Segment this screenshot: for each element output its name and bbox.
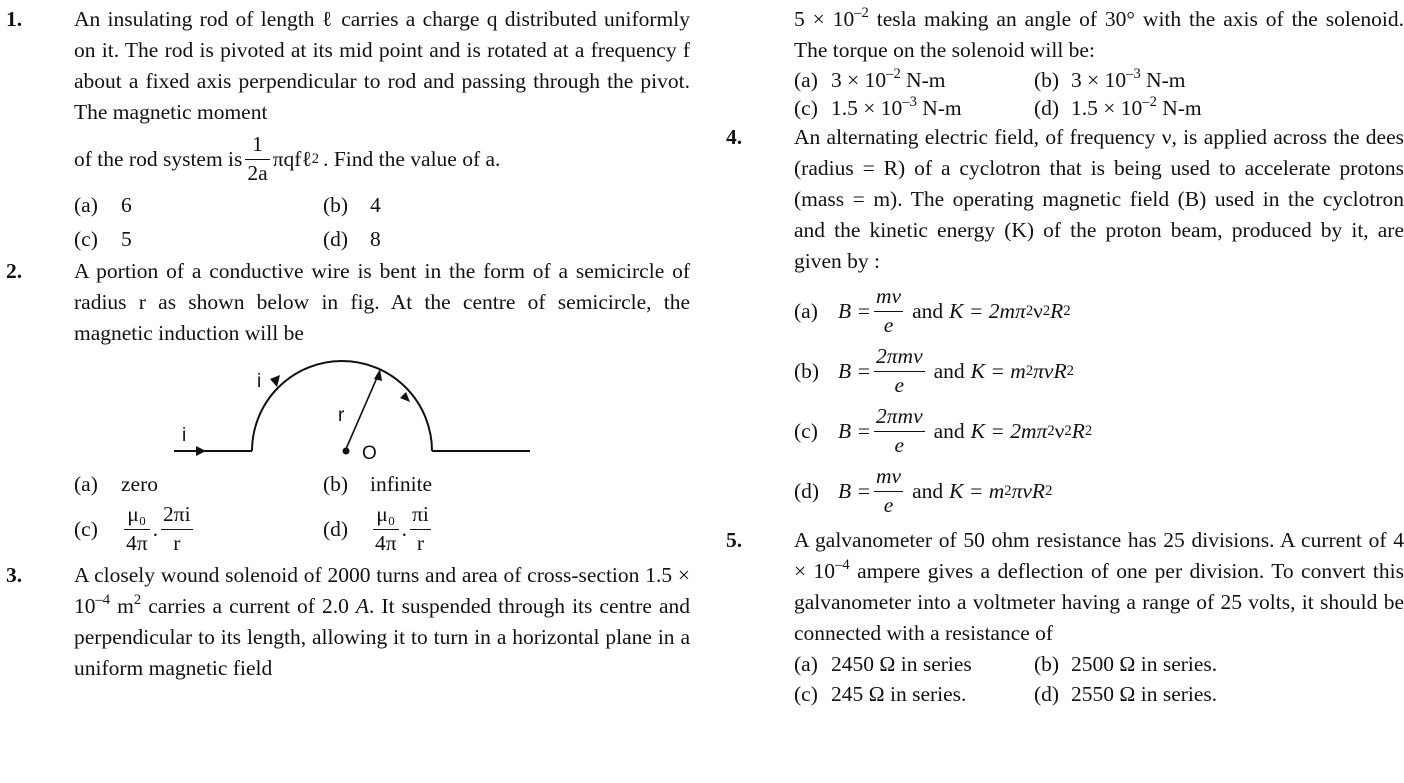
question-text: An insulating rod of length ℓ carries a … bbox=[74, 7, 690, 124]
question-4: 4. An alternating electric field, of fre… bbox=[720, 122, 1404, 521]
question-text: 5 × 10–2 tesla making an angle of 30° wi… bbox=[794, 4, 1404, 62]
option-c[interactable]: (c)245 Ω in series. bbox=[794, 682, 967, 706]
option-d[interactable]: (d)1.5 × 10–2 N-m bbox=[1034, 93, 1202, 120]
right-column: 5 × 10–2 tesla making an angle of 30° wi… bbox=[720, 4, 1404, 709]
question-text: A galvanometer of 50 ohm resistance has … bbox=[794, 528, 1404, 645]
centre-point bbox=[342, 447, 350, 455]
question-text: A portion of a conductive wire is bent i… bbox=[74, 259, 690, 345]
arrow-arc-left bbox=[270, 375, 280, 387]
question-number: 3. bbox=[6, 563, 23, 587]
left-column: 1. An insulating rod of length ℓ carries… bbox=[0, 4, 690, 684]
arrow-arc-right bbox=[400, 392, 410, 402]
options: (a)6 (b)4 (c)5 (d)8 bbox=[66, 190, 690, 255]
option-d[interactable]: (d)2550 Ω in series. bbox=[1034, 682, 1218, 706]
fraction: 1 2a bbox=[245, 132, 270, 185]
question-number: 4. bbox=[726, 125, 743, 149]
question-3-continued: 5 × 10–2 tesla making an angle of 30° wi… bbox=[720, 4, 1404, 122]
option-d[interactable]: (d)8 bbox=[323, 227, 381, 251]
options: (a)3 × 10–2 N-m (b)3 × 10–3 N-m (c)1.5 ×… bbox=[794, 66, 1404, 122]
option-a[interactable]: (a)3 × 10–2 N-m bbox=[794, 65, 946, 92]
label-centre: O bbox=[362, 443, 377, 464]
option-c[interactable]: (c)1.5 × 10–3 N-m bbox=[794, 93, 962, 120]
option-b[interactable]: (b)4 bbox=[323, 193, 381, 217]
semicircle-wire-diagram: i i r O bbox=[174, 360, 530, 464]
radius-line bbox=[345, 372, 380, 450]
option-c[interactable]: (c)5 bbox=[74, 227, 132, 251]
question-2: 2. A portion of a conductive wire is ben… bbox=[0, 256, 690, 558]
arrow-radius bbox=[374, 369, 382, 381]
label-radius: r bbox=[338, 405, 345, 426]
question-number: 5. bbox=[726, 528, 743, 552]
semicircle-arc bbox=[251, 360, 433, 452]
question-text: A closely wound solenoid of 2000 turns a… bbox=[74, 563, 691, 680]
options: (a)2450 Ω in series (b)2500 Ω in series.… bbox=[794, 649, 1404, 709]
option-b[interactable]: (b)3 × 10–3 N-m bbox=[1034, 65, 1186, 92]
question-number: 1. bbox=[6, 7, 23, 31]
option-b[interactable]: (b)2500 Ω in series. bbox=[1034, 652, 1218, 676]
label-current-top: i bbox=[257, 371, 261, 392]
label-current-left: i bbox=[182, 425, 186, 446]
question-number: 2. bbox=[6, 259, 23, 283]
arrow-left-wire bbox=[196, 446, 206, 456]
question-text: An alternating electric field, of freque… bbox=[794, 125, 1404, 273]
question-1: 1. An insulating rod of length ℓ carries… bbox=[0, 4, 690, 255]
option-a[interactable]: (a)zero bbox=[74, 472, 158, 496]
option-b[interactable]: (b)infinite bbox=[323, 472, 433, 496]
option-a[interactable]: (a)2450 Ω in series bbox=[794, 652, 972, 676]
option-a[interactable]: (a)6 bbox=[74, 193, 132, 217]
question-3: 3. A closely wound solenoid of 2000 turn… bbox=[0, 560, 690, 684]
question-5: 5. A galvanometer of 50 ohm resistance h… bbox=[720, 525, 1404, 709]
